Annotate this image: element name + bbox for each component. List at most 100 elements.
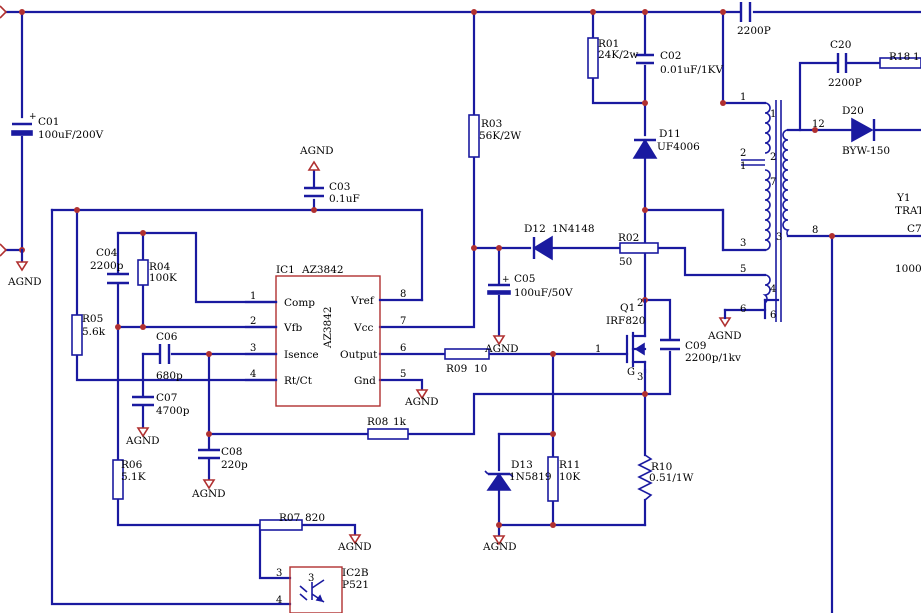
optocoupler-ic2b (289, 566, 343, 613)
resistor-r02 (619, 242, 659, 254)
diode-d20 (851, 117, 876, 143)
ic1-pin4-name: Rt/Ct (284, 375, 313, 387)
capacitor-c04 (107, 272, 129, 285)
agnd-label: AGND (707, 330, 742, 342)
c09-value: 2200p/1kv (685, 352, 741, 364)
ic1-pin7-num: 7 (400, 316, 406, 327)
r07-ref: R07 (279, 512, 300, 524)
capacitor-top (739, 2, 752, 22)
c06-value: 680p (156, 370, 183, 382)
d20-ref: D20 (842, 105, 864, 117)
capacitor-c03 (304, 168, 324, 198)
q1-pin-g: G (627, 367, 635, 378)
svg-text:+: + (29, 112, 37, 122)
resistor-r09 (444, 348, 490, 360)
r11-value: 10K (559, 471, 580, 483)
agnd-symbol (307, 160, 321, 171)
r04-ref: R04 (149, 261, 171, 273)
ic1-pin6-name: Output (340, 349, 378, 361)
r04-value: 100K (149, 272, 177, 284)
diode-d12 (532, 235, 553, 261)
r03-value: 56K/2W (479, 130, 521, 142)
ic1-pin8-name: Vref (350, 295, 375, 307)
t1-pin1: 1 (740, 92, 746, 103)
r11-ref: R11 (559, 459, 580, 471)
r05-ref: R05 (82, 313, 103, 325)
r06-value: 5.1K (121, 471, 146, 483)
r18-ref: R18 (889, 51, 910, 63)
r02-ref: R02 (618, 232, 639, 244)
r02-value: 50 (619, 256, 632, 268)
t1-pin8: 8 (812, 225, 818, 236)
ic2b-inner: 3 (308, 573, 314, 584)
diodes (484, 117, 876, 491)
q1-pin-1: 1 (595, 344, 601, 355)
ic1-pin6-num: 6 (400, 343, 406, 354)
ground-symbols (15, 160, 767, 546)
r10-ref: R10 (651, 461, 672, 473)
t1-pin12: 12 (812, 119, 825, 130)
q1-pin-3: 3 (637, 372, 643, 383)
c02-ref: C02 (660, 50, 681, 62)
resistor-r07 (259, 519, 303, 531)
d20-value: BYW-150 (842, 145, 890, 157)
d13-ref: D13 (511, 459, 533, 471)
agnd-label: AGND (482, 541, 517, 553)
agnd-label: AGND (404, 396, 439, 408)
c01-ref: C01 (38, 116, 59, 128)
r06-ref: R06 (121, 459, 143, 471)
agnd-label: AGND (337, 541, 372, 553)
svg-text:+: + (502, 275, 510, 285)
agnd-symbol (718, 308, 767, 328)
ic1-az3842 (244, 275, 424, 407)
ic1-pin1-name: Comp (284, 297, 315, 309)
resistor-r06 (112, 459, 124, 500)
c05-ref: C05 (514, 273, 535, 285)
ic1-pin1-num: 1 (250, 291, 256, 302)
d11-value: UF4006 (657, 141, 700, 153)
capacitor-c02 (636, 53, 654, 65)
ctop-value: 2200P (737, 25, 771, 37)
d12-ref: D12 (524, 223, 546, 235)
d12-value: 1N4148 (552, 223, 595, 235)
resistors (71, 37, 921, 531)
c07-ref: C07 (156, 392, 177, 404)
ic1-pin7-name: Vcc (353, 322, 373, 334)
resistor-r03 (468, 114, 480, 158)
ic1-pin2-name: Vfb (283, 322, 302, 334)
ic1-pin3-name: Isence (284, 349, 319, 361)
c09-ref: C09 (685, 340, 706, 352)
r07-value: 820 (305, 512, 325, 524)
agnd-label: AGND (7, 276, 42, 288)
c05-value: 100uF/50V (514, 287, 573, 299)
junction-dots (19, 9, 835, 528)
diode-d11 (632, 138, 658, 159)
resistor-r18 (879, 57, 921, 69)
r01-ref: R01 (598, 38, 619, 50)
c08-value: 220p (221, 459, 248, 471)
transformer (741, 100, 790, 322)
c7-ref: C7 (907, 223, 921, 235)
t1-pin5: 5 (740, 264, 746, 275)
d13-value: 1N5819 (509, 471, 552, 483)
agnd-label: AGND (125, 435, 160, 447)
wires (0, 10, 921, 613)
ic1-pin4-num: 4 (250, 369, 256, 380)
resistor-r05 (71, 314, 83, 356)
ic2b-value: P521 (342, 579, 369, 591)
agnd-symbol (348, 534, 362, 545)
c06-ref: C06 (156, 331, 178, 343)
q1-pin-2: 2 (637, 298, 643, 309)
c03-value: 0.1uF (329, 193, 360, 205)
c20-value: 2200P (828, 77, 862, 89)
t1-pin-r7: 7 (770, 177, 776, 188)
c04-value: 2200p (90, 260, 124, 272)
r10-value: 0.51/1W (649, 472, 694, 484)
agnd-label: AGND (484, 343, 519, 355)
capacitor-c01: + (11, 112, 37, 136)
diode-d13 (484, 470, 514, 491)
y1-value: TRAT (895, 205, 921, 217)
ic1-pin8-num: 8 (400, 289, 406, 300)
y1-extra: 1000( (895, 263, 921, 275)
